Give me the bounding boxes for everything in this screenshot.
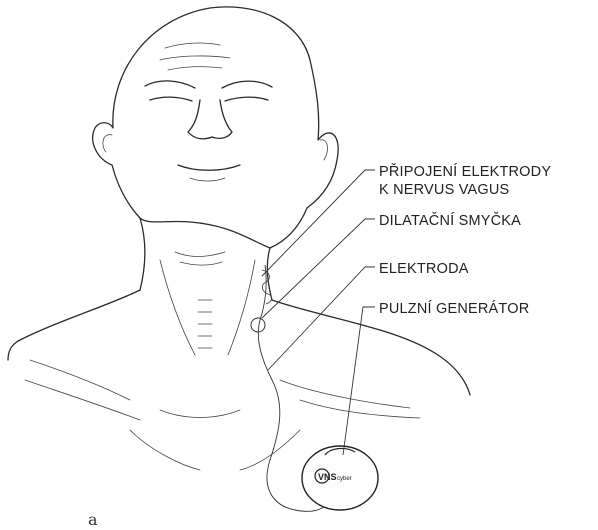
- leader-dilation: [262, 219, 375, 318]
- label-attachment-line2: K NERVUS VAGUS: [379, 182, 509, 198]
- device-logo: VNS: [318, 472, 337, 482]
- label-pulse-generator: PULZNÍ GENERÁTOR: [379, 300, 529, 317]
- label-electrode: ELEKTRODA: [379, 261, 469, 277]
- label-attachment-line1: PŘIPOJENÍ ELEKTRODY: [379, 163, 551, 180]
- left-ear: [103, 135, 112, 152]
- leader-generator: [343, 307, 375, 455]
- neck-outline: [140, 218, 145, 290]
- label-dilation-loop: DILATAČNÍ SMYČKA: [379, 212, 521, 229]
- dilation-loop: [251, 318, 265, 332]
- pulse-generator: VNS cyber: [302, 446, 378, 510]
- leader-attachment: [262, 170, 375, 276]
- device-subtext: cyber: [337, 476, 352, 482]
- head-outline: [93, 7, 338, 248]
- leader-electrode: [268, 267, 375, 370]
- shoulder-outline: [8, 290, 140, 360]
- panel-letter: a: [88, 510, 98, 529]
- right-ear: [320, 140, 327, 160]
